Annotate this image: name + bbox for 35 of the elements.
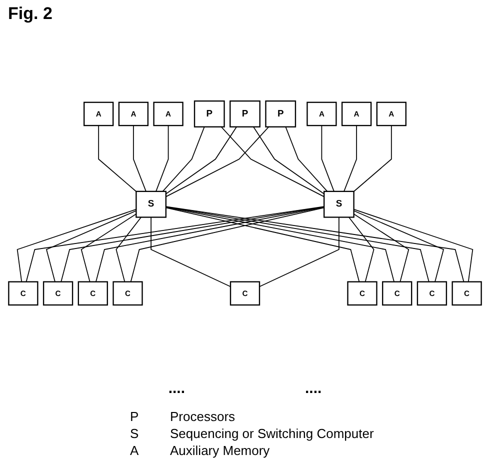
connector: [353, 210, 444, 282]
connector: [98, 125, 137, 192]
connector: [348, 216, 374, 282]
node-box: P: [265, 100, 296, 128]
connector: [16, 208, 137, 282]
connector: [162, 126, 205, 192]
ellipsis: ....: [168, 380, 185, 397]
connector: [130, 207, 325, 282]
connector: [46, 210, 137, 282]
connector: [80, 214, 137, 282]
connector: [165, 126, 270, 198]
legend-entry: P Processors: [130, 408, 236, 425]
connector: [259, 216, 340, 288]
connector: [353, 125, 392, 192]
node-box: P: [230, 100, 260, 128]
node-box: S: [136, 190, 166, 218]
figure-title: Fig. 2: [8, 4, 52, 24]
node-box: S: [324, 190, 354, 218]
connector: [156, 125, 169, 192]
connector: [353, 214, 410, 282]
connector: [344, 125, 357, 192]
connector: [165, 207, 360, 282]
connector: [165, 126, 237, 194]
node-box: P: [194, 100, 225, 128]
connector: [321, 125, 334, 192]
legend-entry: A Auxiliary Memory: [130, 442, 271, 459]
connector: [133, 125, 146, 192]
connector: [253, 126, 325, 194]
ellipsis: ....: [305, 380, 322, 397]
connector: [285, 126, 328, 192]
connector: [150, 216, 231, 288]
legend-entry: S Sequencing or Switching Computer: [130, 425, 374, 442]
connector: [116, 216, 142, 282]
connector: [353, 208, 474, 282]
connector: [220, 126, 325, 198]
